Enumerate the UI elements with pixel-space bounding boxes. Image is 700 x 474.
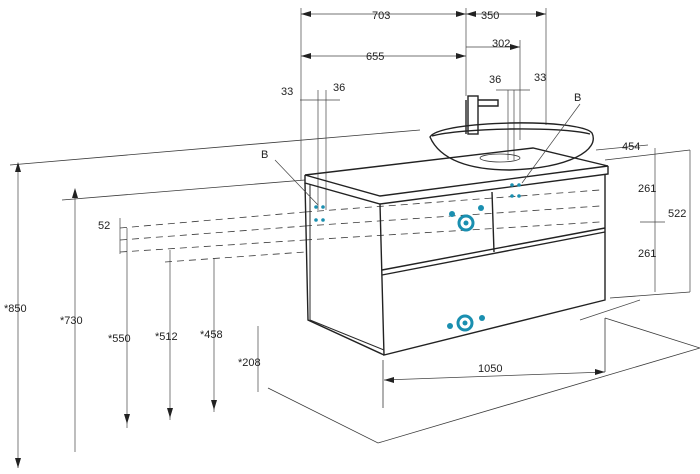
dim-label-458: *458 bbox=[200, 329, 223, 341]
bottom-dimension bbox=[383, 369, 606, 383]
dim-label-36-right: 36 bbox=[489, 74, 501, 86]
cabinet bbox=[304, 147, 609, 356]
callout-b-left: B bbox=[261, 149, 268, 161]
dim-label-208: *208 bbox=[238, 357, 261, 369]
dim-label-454: 454 bbox=[622, 141, 640, 153]
dim-label-655: 655 bbox=[366, 51, 384, 63]
vessel-basin bbox=[429, 122, 594, 171]
dim-label-302: 302 bbox=[492, 38, 510, 50]
dim-label-350: 350 bbox=[481, 10, 499, 22]
dim-label-1050: 1050 bbox=[478, 363, 502, 375]
dim-label-261-lower: 261 bbox=[638, 248, 656, 260]
dim-label-36-left: 36 bbox=[333, 82, 345, 94]
faucet bbox=[465, 95, 499, 135]
callout-leaders bbox=[274, 103, 581, 206]
dim-label-730: *730 bbox=[60, 315, 83, 327]
dim-label-550: *550 bbox=[108, 333, 131, 345]
dim-label-512: *512 bbox=[155, 331, 178, 343]
dim-label-33-right: 33 bbox=[534, 72, 546, 84]
reference-lines bbox=[9, 129, 691, 299]
dim-label-522: 522 bbox=[668, 208, 686, 220]
dim-label-52: 52 bbox=[98, 220, 110, 232]
top-dimensions bbox=[300, 8, 547, 210]
dim-label-261-upper: 261 bbox=[638, 183, 656, 195]
floor-outline bbox=[267, 317, 700, 444]
fitting-holes bbox=[314, 183, 521, 332]
dim-label-850: *850 bbox=[4, 303, 27, 315]
vertical-dimensions bbox=[15, 162, 259, 468]
dim-label-703: 703 bbox=[372, 10, 390, 22]
callout-b-right: B bbox=[574, 92, 581, 104]
dim-label-33-left: 33 bbox=[281, 86, 293, 98]
right-dimensions bbox=[579, 144, 691, 321]
